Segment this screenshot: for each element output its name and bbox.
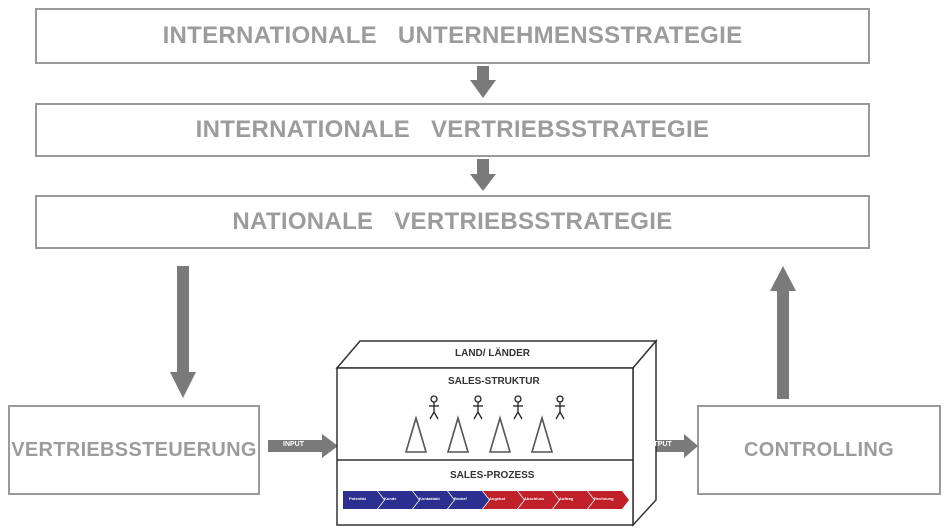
controlling-label: CONTROLLING [744,438,894,461]
sales-control-box: VERTRIEBSSTEUERUNG [8,405,260,495]
process-step-label: Rechnung [594,496,614,501]
process-step-1 [343,491,384,509]
arrow-down-left [170,266,196,398]
process-step-7 [553,491,594,509]
process-step-label: Auftrag [559,496,574,501]
process-step-6 [518,491,559,509]
input-label: INPUT [283,441,304,448]
structure-triangles [404,415,554,453]
process-step-8 [588,491,629,509]
process-step-label: Kunde [384,496,397,501]
process-step-4 [448,491,489,509]
sales-control-label: VERTRIEBSSTEUERUNG [11,438,257,461]
cube-top-label: LAND/ LÄNDER [455,348,530,359]
process-step-label: Angebot [489,496,506,501]
strategy-box-international-sales: INTERNATIONALE VERTRIEBSSTRATEGIE [35,103,870,157]
process-step-label: Abschluss [524,496,545,501]
process-step-5 [483,491,524,509]
process-step-label: Bedarf [454,496,467,501]
process-chevrons [343,491,629,509]
sales-structure-label: SALES-STRUKTUR [448,376,540,387]
strategy-label-national-sales: NATIONALE VERTRIEBSSTRATEGIE [232,208,673,235]
input-arrow [268,434,338,458]
strategy-box-corporate: INTERNATIONALE UNTERNEHMENSSTRATEGIE [35,8,870,64]
sales-process-label: SALES-PROZESS [450,470,535,481]
controlling-box: CONTROLLING [697,405,941,495]
output-label: OUTPUT [643,441,672,448]
arrow-down-2 [470,159,496,191]
strategy-label-corporate: INTERNATIONALE UNTERNEHMENSSTRATEGIE [162,22,743,49]
arrow-down-1 [470,66,496,98]
process-step-label: Potential [349,496,366,501]
arrow-up-right [770,266,796,399]
strategy-box-national-sales: NATIONALE VERTRIEBSSTRATEGIE [35,195,870,249]
strategy-label-international-sales: INTERNATIONALE VERTRIEBSSTRATEGIE [195,116,710,143]
process-step-label: Kontaktakt [419,496,440,501]
process-step-2 [378,491,419,509]
process-step-3 [413,491,454,509]
